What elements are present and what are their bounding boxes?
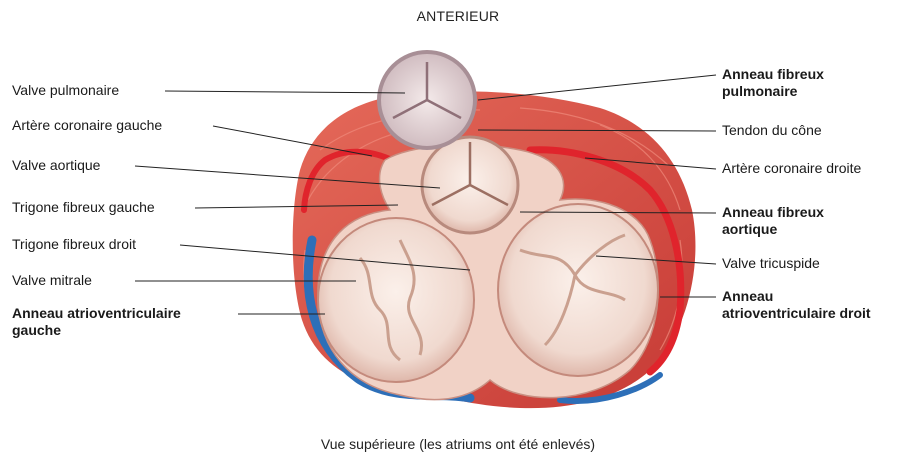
label-anneau-fibreux-aortique-line1: Anneau fibreux: [722, 204, 824, 221]
label-anneau-fibreux-pulmonaire: Anneau fibreux pulmonaire: [722, 66, 824, 100]
label-valve-aortique: Valve aortique: [12, 157, 100, 174]
label-anneau-fibreux-pulmonaire-line2: pulmonaire: [722, 83, 824, 100]
label-anneau-fibreux-aortique-line2: aortique: [722, 221, 824, 238]
label-valve-tricuspide: Valve tricuspide: [722, 255, 820, 272]
tricuspid-valve-shape: [498, 204, 658, 376]
label-trigone-fibreux-gauche: Trigone fibreux gauche: [12, 199, 155, 216]
label-valve-pulmonaire: Valve pulmonaire: [12, 82, 119, 99]
label-artere-coronaire-gauche: Artère coronaire gauche: [12, 117, 162, 134]
figure-caption: Vue supérieure (les atriums ont été enle…: [0, 436, 916, 452]
label-anneau-av-gauche-line2: gauche: [12, 322, 181, 339]
label-anneau-av-droit-line1: Anneau: [722, 288, 871, 305]
label-anneau-av-gauche-line1: Anneau atrioventriculaire: [12, 305, 181, 322]
label-anneau-av-gauche: Anneau atrioventriculaire gauche: [12, 305, 181, 339]
label-anneau-fibreux-pulmonaire-line1: Anneau fibreux: [722, 66, 824, 83]
label-anneau-av-droit-line2: atrioventriculaire droit: [722, 305, 871, 322]
label-anneau-fibreux-aortique: Anneau fibreux aortique: [722, 204, 824, 238]
label-artere-coronaire-droite: Artère coronaire droite: [722, 160, 861, 177]
label-tendon-du-cone: Tendon du cône: [722, 122, 822, 139]
label-anneau-av-droit: Anneau atrioventriculaire droit: [722, 288, 871, 322]
label-trigone-fibreux-droit: Trigone fibreux droit: [12, 236, 136, 253]
label-valve-mitrale: Valve mitrale: [12, 272, 92, 289]
